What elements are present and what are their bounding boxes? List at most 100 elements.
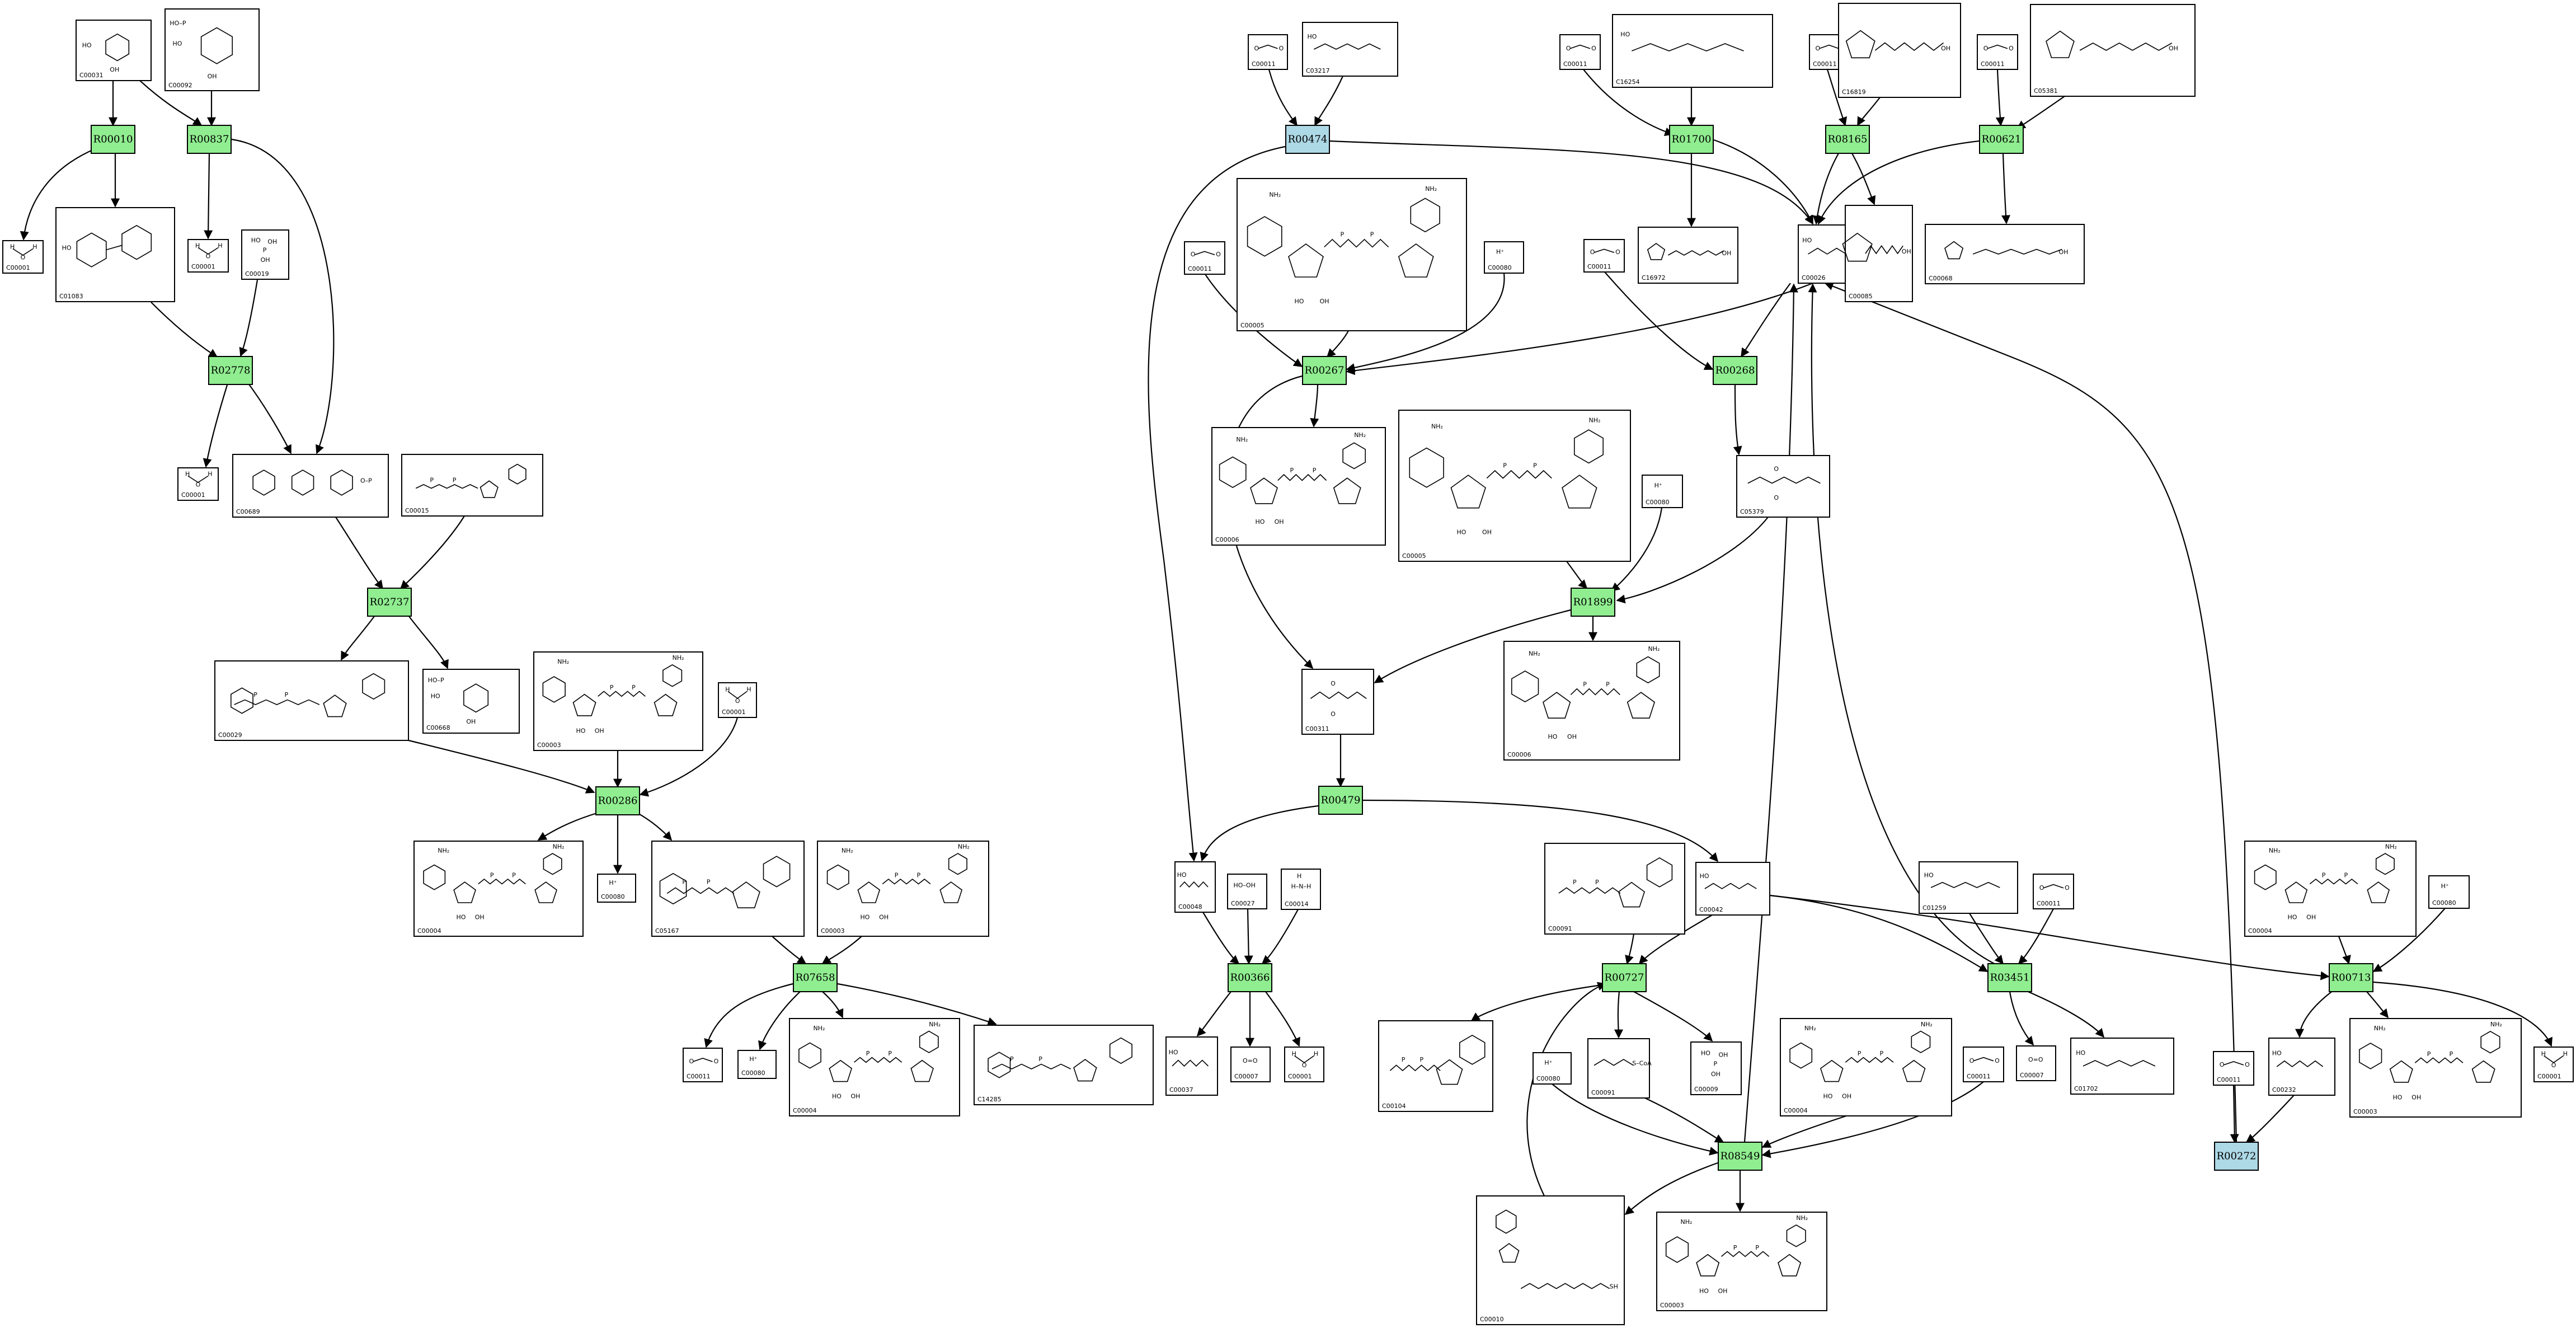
reaction-node-r07658[interactable]: R07658 bbox=[793, 963, 838, 992]
edge bbox=[1362, 799, 1719, 862]
reaction-node-r03451[interactable]: R03451 bbox=[1987, 963, 2032, 992]
reaction-node-r00837[interactable]: R00837 bbox=[187, 125, 232, 154]
reaction-node-r00713[interactable]: R00713 bbox=[2329, 963, 2373, 992]
atom-label: P bbox=[1755, 1244, 1759, 1251]
reaction-node-r01700[interactable]: R01700 bbox=[1669, 125, 1714, 154]
reaction-node-r00474[interactable]: R00474 bbox=[1285, 125, 1330, 154]
compound-box bbox=[1587, 1038, 1650, 1099]
reaction-node-r00268[interactable]: R00268 bbox=[1713, 356, 1757, 385]
compound-node[interactable]: H⁺C00080 bbox=[2428, 875, 2470, 909]
reaction-node-r01899[interactable]: R01899 bbox=[1571, 588, 1615, 617]
compound-node[interactable]: H⁺C00080 bbox=[597, 874, 636, 903]
atom-label: OH bbox=[1718, 1287, 1727, 1294]
reaction-node-r00267[interactable]: R00267 bbox=[1302, 356, 1347, 385]
reaction-node-r02778[interactable]: R02778 bbox=[208, 356, 253, 385]
reaction-node-r00366[interactable]: R00366 bbox=[1228, 963, 1272, 992]
compound-node[interactable]: H⁺C00080 bbox=[737, 1050, 777, 1079]
compound-box bbox=[1919, 861, 2018, 914]
reaction-node-r00621[interactable]: R00621 bbox=[1979, 125, 2024, 154]
compound-node[interactable]: H⁺C00080 bbox=[1642, 475, 1683, 508]
reaction-node-r00479[interactable]: R00479 bbox=[1318, 786, 1363, 815]
reaction-node-r02737[interactable]: R02737 bbox=[367, 588, 412, 617]
compound-box bbox=[1227, 874, 1267, 909]
compound-node[interactable]: H⁺C00080 bbox=[1484, 241, 1524, 274]
atom-label: HO bbox=[1256, 518, 1265, 525]
reaction-node-r00272[interactable]: R00272 bbox=[2214, 1142, 2259, 1171]
atom-label: HO bbox=[861, 913, 870, 921]
compound-id: C00014 bbox=[1285, 900, 1309, 908]
compound-box bbox=[533, 651, 703, 751]
reaction-node-r00727[interactable]: R00727 bbox=[1602, 963, 1647, 992]
atom-label: OH bbox=[1567, 733, 1577, 740]
reaction-node-r08549[interactable]: R08549 bbox=[1718, 1142, 1762, 1171]
reaction-node-r00010[interactable]: R00010 bbox=[91, 125, 135, 154]
reaction-node-r08165[interactable]: R08165 bbox=[1825, 125, 1870, 154]
reaction-node-r00286[interactable]: R00286 bbox=[595, 786, 640, 815]
compound-node[interactable]: H⁺C00080 bbox=[1533, 1052, 1572, 1085]
atom-label: S–CoA bbox=[1632, 1060, 1652, 1067]
